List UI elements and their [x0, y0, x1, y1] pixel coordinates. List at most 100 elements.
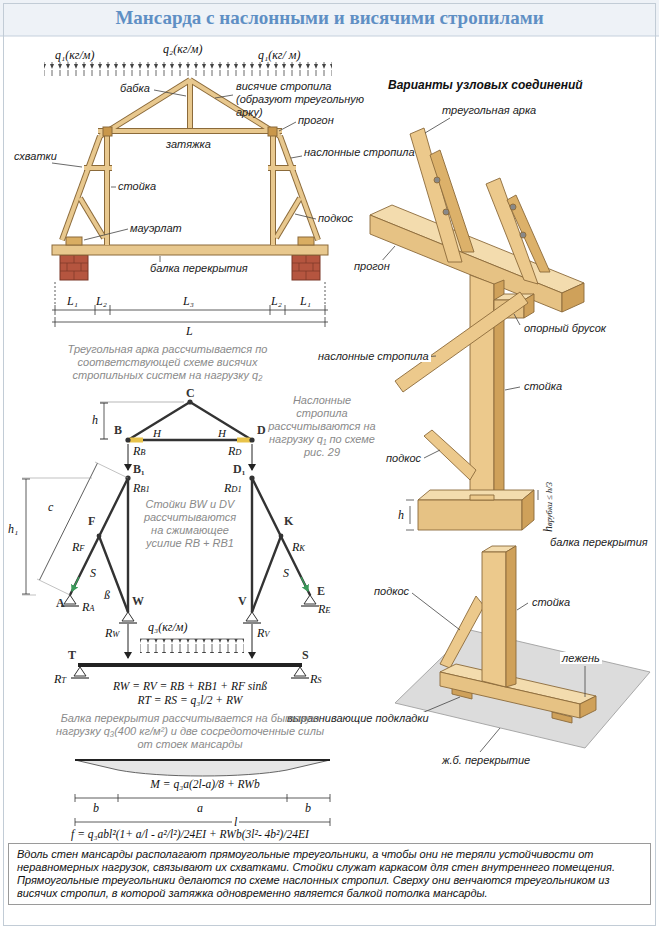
- drawing-part: [128, 624, 129, 658]
- part-label: стойка: [530, 596, 572, 608]
- drawing-part: [37, 579, 70, 595]
- part-label: подкос: [318, 212, 353, 224]
- drawing-part: [160, 256, 161, 262]
- drawing-part: [252, 536, 281, 612]
- drawing-part: [52, 245, 328, 255]
- part-label: стойка: [522, 380, 564, 392]
- drawing-part: [510, 204, 516, 210]
- note-text: Стойки BW и DV рассчитываются на сжимающ…: [137, 498, 243, 550]
- part-label: балка перекрытия: [548, 536, 650, 548]
- section-heading: Варианты узловых соединений: [388, 78, 583, 92]
- drawing-part: [482, 552, 506, 687]
- part-label: мауэрлат: [130, 222, 182, 234]
- drawing-part: [190, 402, 252, 440]
- symbol-label: h: [92, 413, 98, 428]
- drawing-part: [75, 794, 330, 826]
- part-label: подкос: [372, 585, 411, 597]
- drawing-part: [44, 62, 332, 76]
- drawing-part: [470, 495, 494, 500]
- point-label: E: [317, 584, 325, 599]
- drawing-part: [252, 624, 253, 658]
- drawing-part: [480, 728, 500, 752]
- drawing-part: [301, 577, 308, 591]
- symbol-label: L₁: [67, 294, 78, 309]
- force-label: RD1: [224, 481, 242, 496]
- point-label: F: [88, 514, 95, 529]
- part-label: стойка: [118, 180, 156, 192]
- point-label: S: [302, 648, 309, 663]
- drawing-part: [72, 577, 79, 591]
- drawing-part: [52, 282, 328, 327]
- part-label: наслонные стропила: [304, 146, 415, 158]
- note-text: Треугольная арка рассчитывается по соотв…: [45, 343, 290, 382]
- symbol-label: L: [186, 324, 193, 339]
- drawing-part: [52, 310, 328, 311]
- part-label: прогон: [298, 114, 334, 126]
- drawing-part: [100, 403, 108, 404]
- drawing-part: [40, 463, 98, 580]
- drawing-part: [285, 305, 286, 315]
- drawing-part: [424, 430, 476, 480]
- drawing-part: [443, 209, 449, 215]
- drawing-part: [111, 187, 116, 188]
- drawing-part: [22, 478, 92, 479]
- point-label: W: [132, 594, 144, 609]
- drawing-part: [279, 534, 284, 539]
- part-label: бабка: [120, 82, 150, 94]
- drawing-part: [237, 438, 251, 443]
- point-label: B: [114, 423, 122, 438]
- drawing-part: [95, 462, 128, 478]
- drawing-part: [517, 603, 528, 610]
- symbol-label: h: [398, 508, 404, 523]
- drawing-part: [291, 156, 302, 158]
- drawing-part: [97, 534, 102, 539]
- symbol-label: ß: [104, 588, 110, 603]
- point-label: C: [186, 386, 195, 401]
- drawing-part: [506, 546, 516, 687]
- static-scheme: [22, 399, 330, 826]
- drawing-part: [325, 317, 326, 327]
- formula: f = q₃abl²(1+ a/l - a²/l²)/24EI + RWb(3l…: [10, 828, 370, 840]
- drawing-part: [418, 490, 534, 500]
- drawing-part: [580, 696, 596, 718]
- drawing-part: [60, 255, 320, 280]
- drawing-part: [66, 237, 82, 245]
- drawing-part: [562, 283, 584, 312]
- drawing-part: [55, 282, 56, 305]
- drawing-part: [507, 195, 550, 272]
- symbol-label: L₂: [96, 294, 107, 309]
- drawing-part: [95, 305, 96, 315]
- drawing-part: [330, 818, 331, 826]
- part-label: лежень: [560, 652, 602, 664]
- formula: RW = RV = RB + RB1 + RF sinß: [100, 680, 280, 692]
- part-label: балка перекрытия: [150, 262, 248, 274]
- drawing-part: [249, 475, 254, 480]
- drawing-part: [100, 402, 184, 403]
- part-label: треугольная арка: [440, 104, 538, 116]
- part-label: опорный брусок: [522, 322, 608, 334]
- formula: M = q₃a(2l-a)/8 + RWb: [80, 778, 330, 790]
- point-label: V: [238, 594, 247, 609]
- drawing-part: [52, 163, 82, 167]
- point-label: T: [68, 648, 76, 663]
- drawing-part: [22, 479, 30, 480]
- force-label: RB1: [133, 481, 150, 496]
- drawing-part: [279, 122, 296, 131]
- drawing-part: [298, 237, 314, 245]
- force-label: RA: [82, 600, 95, 615]
- drawing-part: [430, 150, 474, 252]
- formula: RT = RS = q₃l/2 + RW: [100, 694, 280, 706]
- drawing-part: [110, 305, 111, 315]
- drawing-part: [412, 593, 460, 630]
- drawing-part: [22, 462, 128, 595]
- symbol-label: q₂(кг/м): [163, 42, 202, 57]
- drawing-part: [295, 214, 316, 219]
- drawing-part: [291, 667, 309, 678]
- part-label: ж.б. перекрытие: [440, 754, 532, 766]
- drawing-part: [127, 478, 129, 612]
- drawing-part: [524, 294, 534, 318]
- drawing-part: [243, 612, 261, 623]
- drawing-part: [425, 118, 450, 133]
- drawing-part: [75, 760, 330, 776]
- symbol-label: L₂: [271, 294, 282, 309]
